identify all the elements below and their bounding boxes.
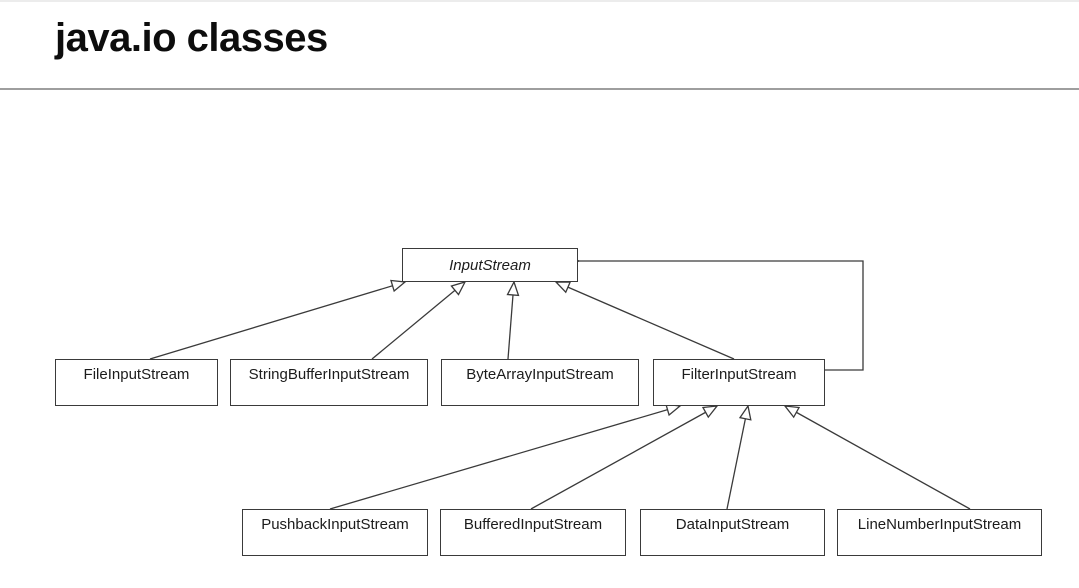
class-label-fileinputstream: FileInputStream [83, 366, 190, 383]
class-box-pushbackinputstream: PushbackInputStream [242, 509, 428, 556]
class-label-inputstream: InputStream [449, 256, 531, 274]
edge-filter-to-inputStream [556, 282, 735, 360]
class-box-linenumberinputstream: LineNumberInputStream [837, 509, 1042, 556]
slide-top-edge [0, 0, 1079, 2]
edge-buffered-to-filter [530, 406, 717, 510]
class-label-bytearrayinputstream: ByteArrayInputStream [466, 366, 614, 383]
edge-byteArray-to-inputStream [508, 282, 514, 360]
edge-stringBuffer-to-inputStream [371, 282, 465, 360]
class-box-inputstream: InputStream [402, 248, 578, 282]
class-box-bufferedinputstream: BufferedInputStream [440, 509, 626, 556]
class-label-stringbufferinputstream: StringBufferInputStream [248, 366, 410, 383]
edge-filter-to-inputStream [579, 261, 864, 371]
class-label-filterinputstream: FilterInputStream [681, 366, 797, 383]
title-rule [0, 88, 1079, 90]
edge-pushback-to-filter [329, 406, 680, 510]
edge-data-to-filter [726, 406, 748, 510]
page-title: java.io classes [55, 16, 328, 60]
edge-lineNumber-to-filter [785, 406, 971, 510]
class-box-filterinputstream: FilterInputStream [653, 359, 825, 406]
class-box-fileinputstream: FileInputStream [55, 359, 218, 406]
class-label-datainputstream: DataInputStream [675, 516, 790, 533]
class-box-bytearrayinputstream: ByteArrayInputStream [441, 359, 639, 406]
class-box-stringbufferinputstream: StringBufferInputStream [230, 359, 428, 406]
class-box-datainputstream: DataInputStream [640, 509, 825, 556]
class-label-bufferedinputstream: BufferedInputStream [463, 516, 603, 533]
class-label-linenumberinputstream: LineNumberInputStream [857, 516, 1022, 533]
edge-file-to-inputStream [149, 282, 405, 360]
class-label-pushbackinputstream: PushbackInputStream [261, 516, 409, 533]
